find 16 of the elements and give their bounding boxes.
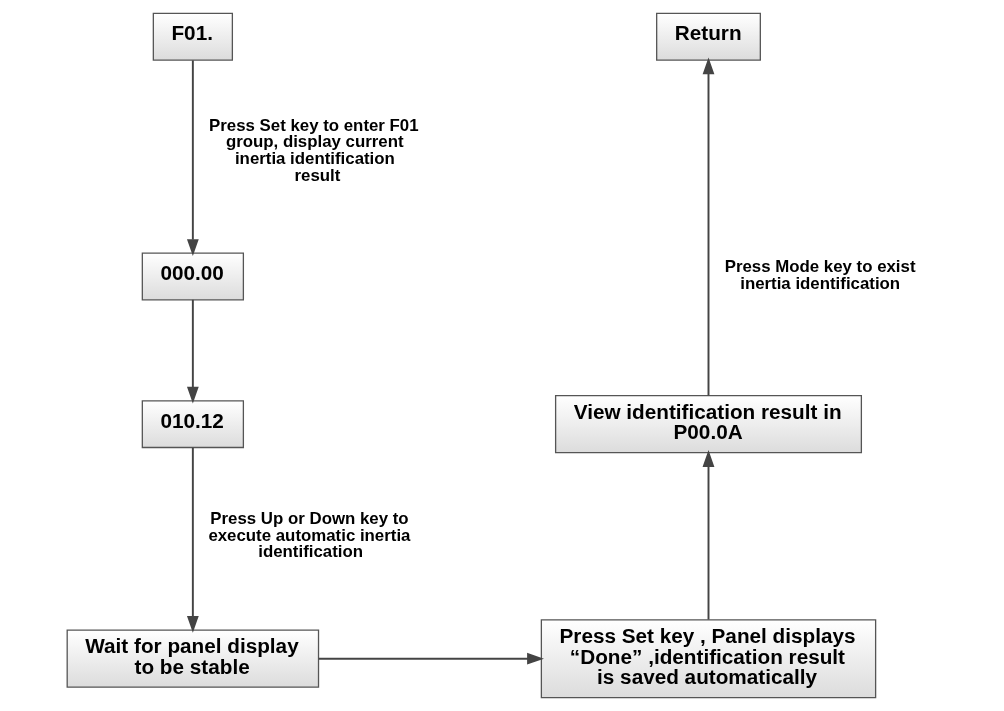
node-box: Press Set key , Panel displays “Done” ,identification result is saved automatically	[540, 619, 876, 699]
node-box: 010.12	[141, 400, 244, 449]
node-box: View identification result in P00.0A	[554, 395, 862, 454]
arrow	[186, 298, 199, 404]
edge-label: Press Up or Down key to execute automatic inertia identification	[207, 508, 410, 562]
node-box: Wait for panel display to be stable	[66, 629, 319, 688]
arrow	[186, 446, 199, 633]
node-box: 000.00	[141, 252, 244, 301]
arrow	[702, 57, 714, 397]
arrow	[186, 59, 199, 257]
edge-label: Press Mode key to exist inertia identification	[724, 256, 916, 293]
edge-label: Press Set key to enter F01 group, display current inertia identification result	[208, 115, 419, 186]
arrow	[702, 450, 714, 621]
node-box: Return	[655, 12, 761, 61]
node-box: F01.	[152, 12, 233, 61]
arrow	[317, 652, 544, 665]
